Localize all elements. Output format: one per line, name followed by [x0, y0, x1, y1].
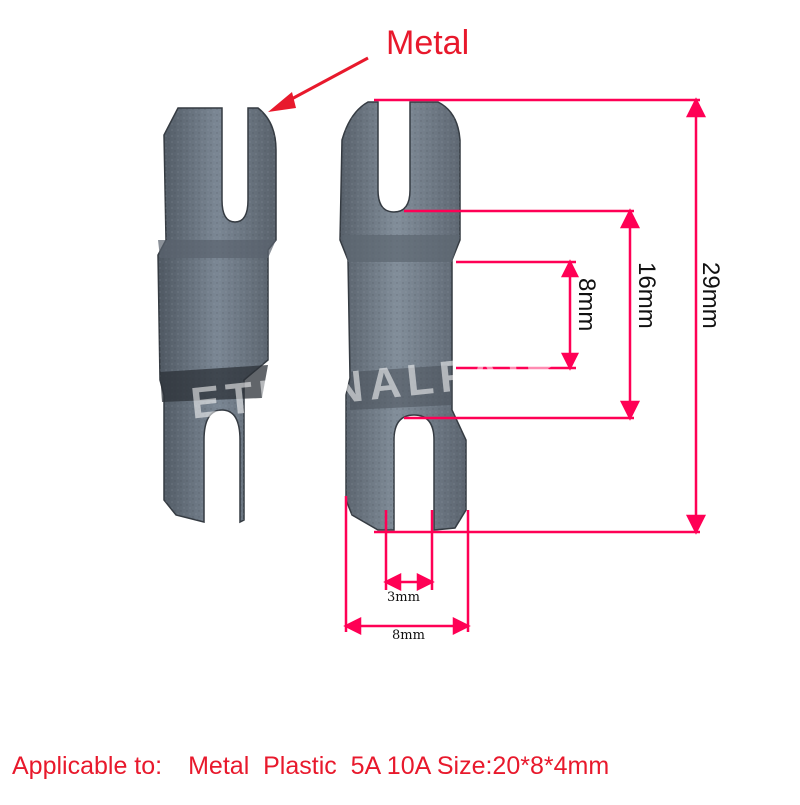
dimension-label-blade-width: 8mm [392, 628, 425, 643]
dimension-lines [343, 97, 707, 636]
callout-arrow [268, 56, 369, 112]
dimension-label-total-length: 29mm [697, 262, 724, 329]
caption-prefix: Applicable to: [12, 752, 163, 780]
callout-label: Metal [386, 24, 470, 62]
left-metal-clip [157, 107, 277, 524]
product-caption: Applicable to: Metal Plastic 5A 10A Size:… [12, 752, 609, 781]
caption-specs: Metal Plastic 5A 10A Size:20*8*4mm [188, 752, 610, 780]
dimension-label-slot-width: 3mm [387, 590, 420, 605]
dimension-label-slot-span: 16mm [633, 262, 660, 329]
right-metal-clip [339, 101, 467, 531]
dimension-label-bend-gap: 8mm [573, 278, 600, 332]
